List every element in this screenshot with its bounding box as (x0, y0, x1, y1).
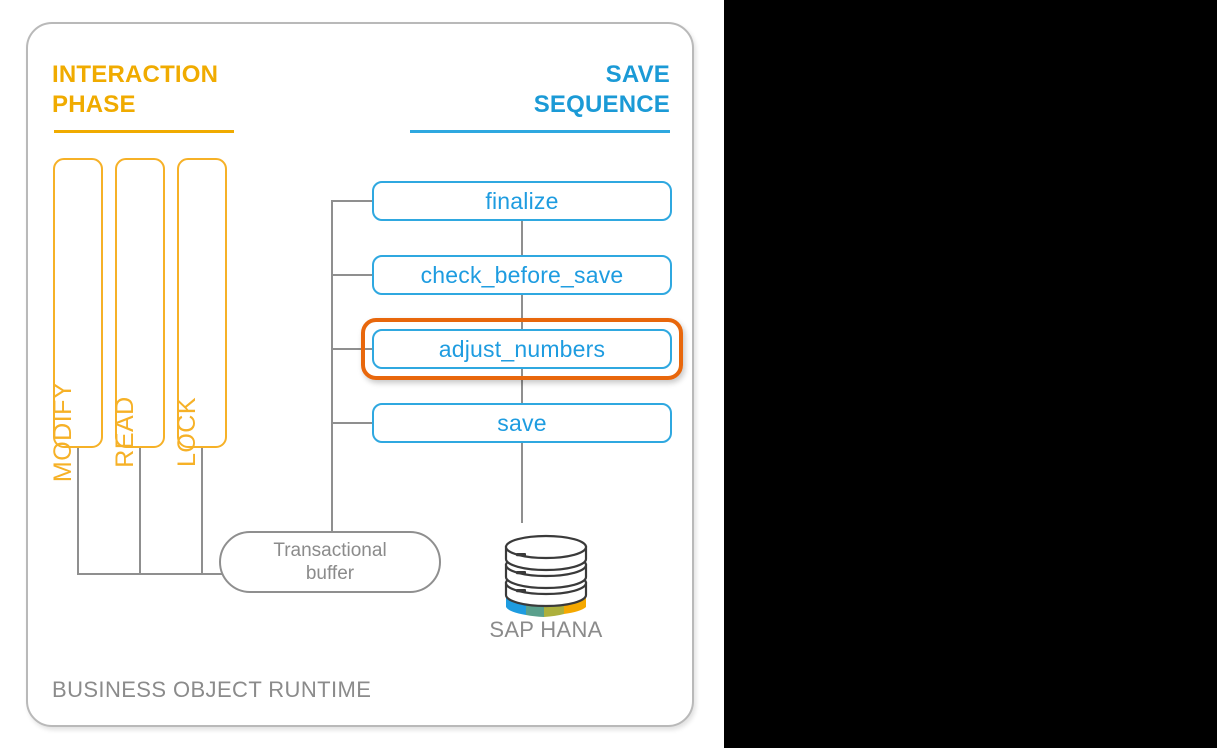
save-step-save-label: save (497, 409, 547, 436)
save-sequence-heading-line2: SEQUENCE (533, 91, 670, 118)
connector-branch-save (331, 422, 374, 424)
interaction-box-lock: LOCK (173, 158, 227, 467)
save-step-finalize-label: finalize (485, 187, 559, 214)
interaction-phase-heading: INTERACTION PHASE (52, 60, 312, 120)
connector-save-sequence-trunk (331, 200, 333, 532)
save-step-check-before-save[interactable]: check_before_save (372, 255, 672, 295)
save-sequence-heading: SAVE SEQUENCE (350, 60, 670, 120)
save-sequence-underline (410, 130, 670, 133)
interaction-box-lock-label: LOCK (173, 396, 201, 468)
interaction-phase-underline (54, 130, 234, 133)
interaction-phase-heading-line1: INTERACTION (52, 61, 219, 88)
business-object-runtime-label: BUSINESS OBJECT RUNTIME (52, 677, 372, 702)
connector-interaction-bus (77, 573, 235, 575)
transactional-buffer-label-line2: buffer (305, 563, 355, 584)
adjust-numbers-highlight-ring (361, 318, 683, 380)
connector-modify-to-buffer (77, 448, 79, 575)
interaction-box-modify: MODIFY (49, 158, 103, 482)
letterbox-area (724, 0, 1217, 748)
interaction-box-read: READ (111, 158, 165, 468)
connector-read-to-buffer (139, 448, 141, 575)
save-step-adjust-numbers[interactable]: adjust_numbers (372, 329, 672, 369)
transactional-buffer: Transactional buffer (219, 531, 441, 593)
interaction-box-read-label: READ (111, 396, 139, 468)
connector-branch-finalize (331, 200, 374, 202)
save-step-finalize[interactable]: finalize (372, 181, 672, 221)
connector-save-to-database (521, 443, 523, 523)
connector-branch-adjust-numbers (331, 348, 374, 350)
connector-lock-to-buffer (201, 448, 203, 575)
save-step-save[interactable]: save (372, 403, 672, 443)
interaction-phase-heading-line2: PHASE (52, 91, 136, 118)
database-icon (503, 523, 589, 623)
page-surface: INTERACTION PHASE SAVE SEQUENCE MODIFY R… (0, 0, 724, 748)
business-object-runtime-card: INTERACTION PHASE SAVE SEQUENCE MODIFY R… (26, 22, 694, 727)
save-step-adjust-numbers-label: adjust_numbers (438, 335, 606, 362)
database-label: SAP HANA (489, 617, 603, 642)
connector-branch-check-before-save (331, 274, 374, 276)
interaction-box-modify-label: MODIFY (49, 381, 77, 483)
connector-adjust-numbers-to-save (521, 369, 523, 403)
connector-finalize-to-check-before-save (521, 221, 523, 255)
save-step-check-before-save-label: check_before_save (420, 261, 624, 288)
save-sequence-heading-line1: SAVE (605, 61, 670, 88)
transactional-buffer-label-line1: Transactional (273, 540, 387, 561)
connector-check-before-save-to-adjust-numbers (521, 295, 523, 329)
